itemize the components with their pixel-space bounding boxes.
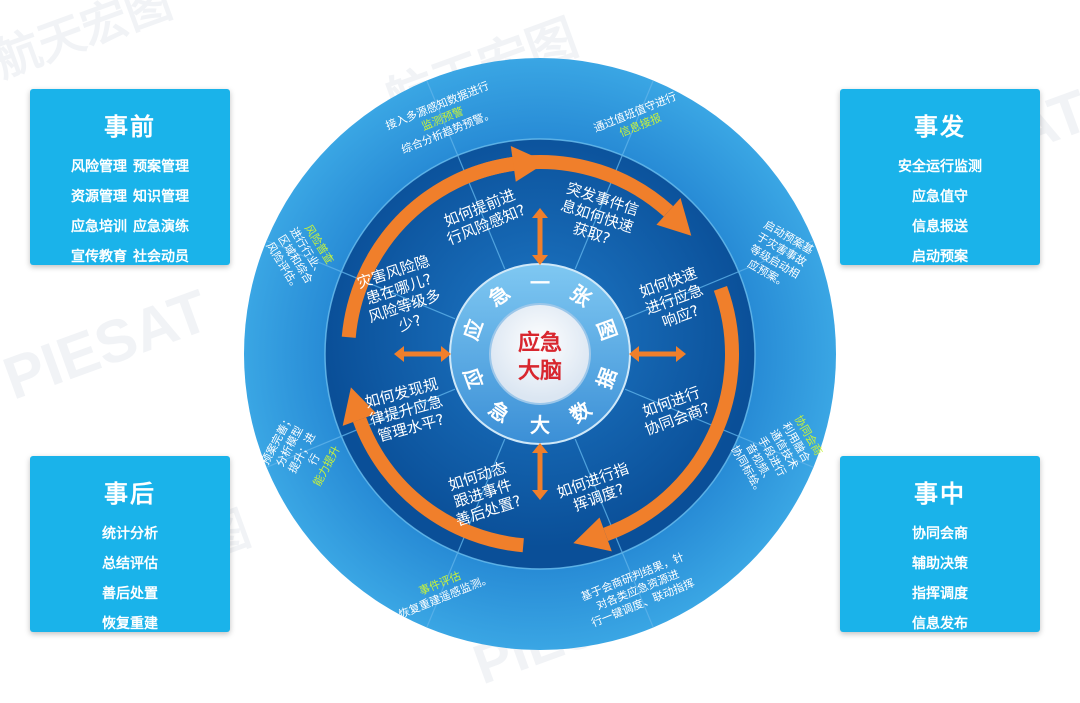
ring-char-bottom: 大 <box>530 413 550 437</box>
box-item: 风险管理 <box>71 159 127 175</box>
cycle-arrows <box>341 146 739 553</box>
box-occur: 事发 安全运行监测 应急值守 信息报送 启动预案 <box>840 89 1040 265</box>
arrow-head <box>342 387 377 426</box>
box-title: 事前 <box>104 113 156 141</box>
box-item: 知识管理 <box>133 189 189 205</box>
box-title: 事中 <box>914 480 966 508</box>
connector-head <box>532 255 548 265</box>
divider-line <box>624 240 814 320</box>
box-items: 统计分析 总结评估 善后处置 恢复重建 <box>30 519 230 639</box>
box-during: 事中 协同会商 辅助决策 指挥调度 信息发布 <box>840 456 1040 632</box>
cycle-arrow <box>341 156 515 338</box>
core-title-line2: 大脑 <box>518 358 562 384</box>
box-item: 宣传教育 <box>71 249 127 265</box>
box-item: 恢复重建 <box>102 616 158 632</box>
box-item: 信息发布 <box>912 616 968 632</box>
box-item: 善后处置 <box>102 586 158 602</box>
ring-char-top: 一 <box>530 271 550 295</box>
box-item: 统计分析 <box>102 526 158 542</box>
connector-arrows <box>394 208 686 500</box>
connector-head <box>629 346 639 362</box>
note-line: 行 <box>306 452 323 468</box>
core-title-line1: 应急 <box>518 330 562 356</box>
box-title: 事后 <box>104 480 156 508</box>
connector-head <box>676 346 686 362</box>
arrow-head <box>656 197 692 236</box>
box-items: 安全运行监测 应急值守 信息报送 启动预案 <box>840 152 1040 272</box>
box-item: 安全运行监测 <box>898 159 982 175</box>
box-before: 事前 风险管理预案管理 资源管理知识管理 应急培训应急演练 宣传教育社会动员 <box>30 89 230 265</box>
arrow-head <box>573 517 612 552</box>
box-item: 应急值守 <box>912 189 968 205</box>
box-item: 总结评估 <box>102 556 158 572</box>
zone-border <box>324 138 756 570</box>
box-items: 风险管理预案管理 资源管理知识管理 应急培训应急演练 宣传教育社会动员 <box>30 152 230 272</box>
box-item: 预案管理 <box>133 159 189 175</box>
box-item: 资源管理 <box>71 189 127 205</box>
box-item: 信息报送 <box>912 219 968 235</box>
box-item: 辅助决策 <box>912 556 968 572</box>
box-item: 社会动员 <box>133 249 189 265</box>
arrow-head <box>510 146 547 182</box>
core-circle <box>489 303 591 405</box>
box-after: 事后 统计分析 总结评估 善后处置 恢复重建 <box>30 456 230 632</box>
cycle-arrow <box>603 285 739 541</box>
box-items: 协同会商 辅助决策 指挥调度 信息发布 <box>840 519 1040 639</box>
cycle-arrow <box>353 417 524 553</box>
connector-head <box>532 208 548 218</box>
box-item: 指挥调度 <box>912 586 968 602</box>
box-item: 协同会商 <box>912 526 968 542</box>
box-item: 应急演练 <box>133 219 189 235</box>
connector-head <box>441 346 451 362</box>
connector-head <box>394 346 404 362</box>
box-item: 应急培训 <box>71 219 127 235</box>
connector-head <box>532 443 548 453</box>
box-item: 启动预案 <box>912 249 968 265</box>
box-title: 事发 <box>914 113 966 141</box>
connector-head <box>532 490 548 500</box>
